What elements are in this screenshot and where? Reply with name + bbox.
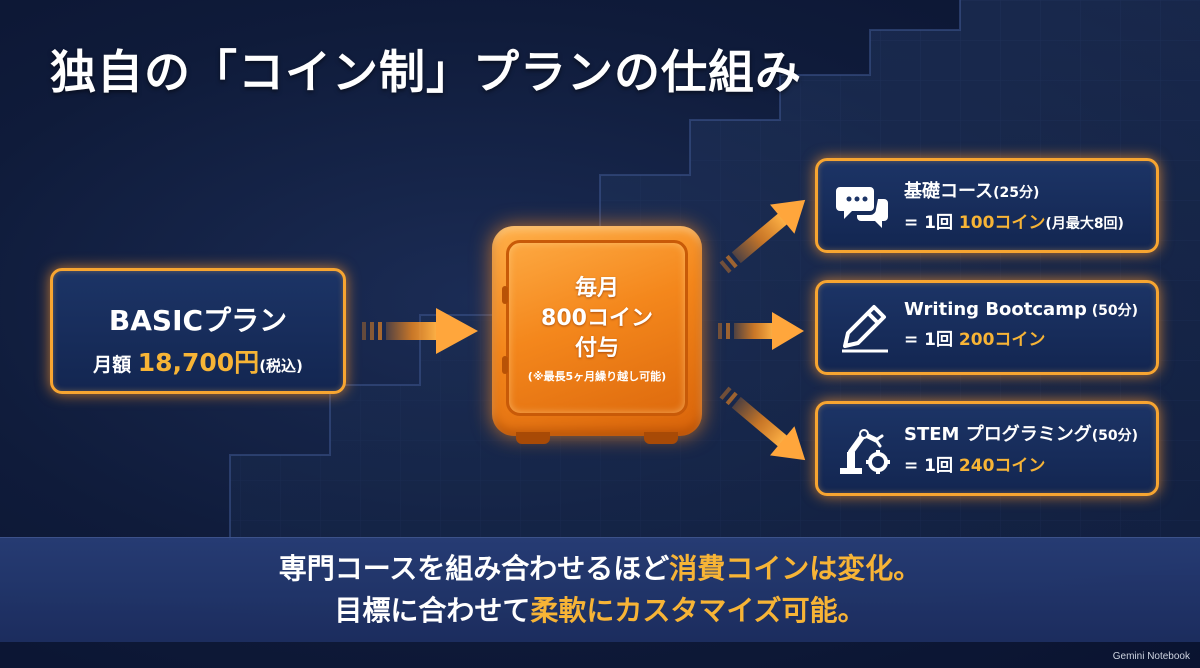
staircase-edge [229, 0, 961, 540]
safe-to-course3-arrow [719, 386, 806, 461]
course-name: STEM プログラミング(50分) [904, 420, 1148, 446]
course-rate: = 1回 200コイン [904, 325, 1148, 350]
course-title: Writing Bootcamp [904, 299, 1087, 320]
watermark: Gemini Notebook [1112, 651, 1190, 662]
safe-carryover-note: (※最長5ヶ月繰り越し可能) [527, 370, 667, 383]
banner-text: 専門コースを組み合わせるほど [278, 552, 670, 585]
speech-bubbles-icon [836, 187, 888, 228]
plan-to-safe-arrow [362, 308, 478, 354]
course-title: STEM プログラミング [904, 424, 1092, 445]
price-label: 月額 [93, 354, 138, 376]
course-title: 基礎コース [904, 181, 994, 202]
page-title: 独自の「コイン制」プランの仕組み [50, 45, 802, 99]
safe-hinge [502, 356, 508, 374]
plan-price: 月額 18,700円(税込) [53, 343, 343, 379]
banner-highlight: 消費コインは変化。 [669, 552, 922, 585]
course-card-stem: STEM プログラミング(50分) = 1回 240コイン [815, 401, 1159, 496]
coin-cost: 240コイン [958, 456, 1046, 476]
plan-name: BASICプラン [108, 304, 288, 337]
pencil-icon [842, 305, 888, 353]
safe-foot [644, 432, 678, 444]
monthly-cap: (月最大8回) [1045, 216, 1124, 232]
banner-line-2: 目標に合わせて柔軟にカスタマイズ可能。 [0, 590, 1200, 632]
course-duration: (50分) [1091, 428, 1138, 444]
banner-highlight: 柔軟にカスタマイズ可能。 [530, 594, 866, 627]
price-tax: (税込) [259, 357, 303, 375]
safe-foot [516, 432, 550, 444]
safe-line-coins: 800コイン [541, 306, 653, 331]
safe-door [506, 240, 688, 416]
rate-prefix: = 1回 [904, 456, 959, 476]
price-amount: 18,700円 [137, 348, 260, 377]
safe-line-monthly: 毎月 [574, 276, 619, 301]
robot-arm-gear-icon [840, 429, 890, 474]
safe-line-grant: 付与 [574, 336, 619, 361]
course-duration: (25分) [993, 185, 1040, 201]
course-rate: = 1回 240コイン [904, 451, 1148, 476]
coin-cost: 200コイン [958, 330, 1046, 350]
course-card-basic: 基礎コース(25分) = 1回 100コイン(月最大8回) [815, 158, 1159, 253]
coin-cost: 100コイン [958, 213, 1046, 233]
course-rate: = 1回 100コイン(月最大8回) [904, 208, 1148, 233]
rate-prefix: = 1回 [904, 330, 959, 350]
safe-label: 毎月 800コイン 付与 (※最長5ヶ月繰り越し可能) [492, 274, 702, 384]
safe-to-course2-arrow [718, 312, 804, 350]
safe-hinge [502, 286, 508, 304]
rate-prefix: = 1回 [904, 213, 959, 233]
course-name: 基礎コース(25分) [904, 177, 1148, 203]
course-card-writing: Writing Bootcamp (50分) = 1回 200コイン [815, 280, 1159, 375]
coin-safe: 毎月 800コイン 付与 (※最長5ヶ月繰り越し可能) [492, 226, 702, 444]
basic-plan-card: BASICプラン 月額 18,700円(税込) [50, 268, 346, 394]
course-name: Writing Bootcamp (50分) [904, 299, 1148, 320]
summary-banner: 専門コースを組み合わせるほど消費コインは変化。 目標に合わせて柔軟にカスタマイズ… [0, 537, 1200, 642]
course-duration: (50分) [1086, 303, 1138, 319]
banner-line-1: 専門コースを組み合わせるほど消費コインは変化。 [0, 548, 1200, 590]
safe-to-course1-arrow [719, 199, 806, 274]
banner-text: 目標に合わせて [334, 594, 531, 627]
